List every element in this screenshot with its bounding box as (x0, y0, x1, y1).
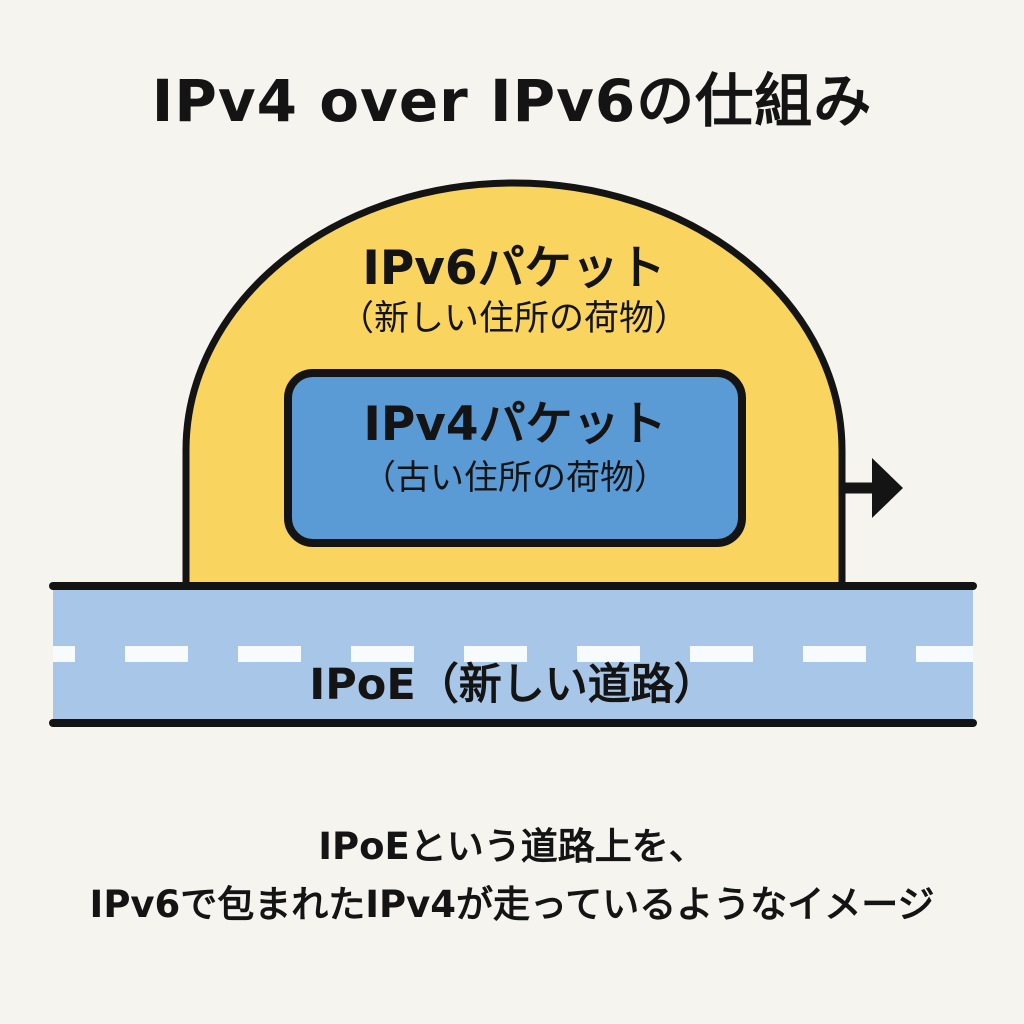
ipv6-packet-label: IPv6パケット (362, 241, 666, 296)
ipv6-packet-sublabel: （新しい住所の荷物） (338, 299, 689, 339)
ipv4-packet-sublabel: （古い住所の荷物） (362, 458, 668, 498)
road-label: IPoE（新しい道路） (309, 660, 717, 710)
caption-line-1: IPoEという道路上を、 (318, 825, 706, 868)
right-arrow-head (872, 458, 903, 518)
right-arrow-icon (841, 458, 903, 518)
ipv4-box-shape (284, 369, 746, 547)
caption-line-2: IPv6で包まれたIPv4が走っているようなイメージ (89, 883, 935, 926)
ipv4-packet-label: IPv4パケット (363, 397, 667, 452)
page-title: IPv4 over IPv6の仕組み (151, 67, 873, 135)
